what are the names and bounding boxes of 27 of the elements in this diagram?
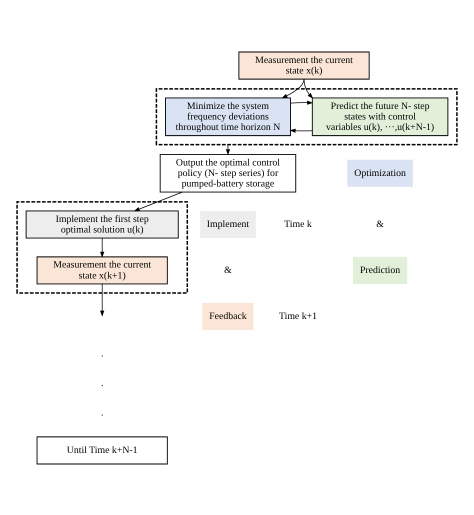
node-box: Implement the first step optimal solution u(k) <box>26 210 179 238</box>
arrow <box>304 78 314 98</box>
label: . <box>100 377 104 388</box>
label: . <box>100 348 104 360</box>
node-box: Predict the future N- step states with control variables u(k), ···,u(k+N-1) <box>312 97 448 136</box>
legend-label: Prediction <box>360 264 400 276</box>
label: & <box>224 264 232 276</box>
cluster <box>16 200 188 294</box>
arrow <box>290 100 314 104</box>
cluster <box>156 88 458 145</box>
arrow <box>290 128 312 132</box>
legend-label: Optimization <box>354 167 406 178</box>
legend-label: Implement <box>206 218 250 230</box>
node-box: Until Time k+N-1 <box>36 436 168 464</box>
label: Time k+1 <box>278 310 318 322</box>
node-box: Measurement the current state x(k) <box>238 51 370 80</box>
arrow <box>100 283 104 316</box>
label: . <box>100 406 104 418</box>
arrow <box>100 237 104 258</box>
legend-label: Feedback <box>209 310 247 322</box>
arrow <box>281 78 304 98</box>
node-box: Output the optimal control policy (N- step series) for pumped-battery storage <box>160 153 296 192</box>
node-box: Minimize the system frequency deviations throughout time horizon N <box>165 97 291 136</box>
node-box: Measurement the current state x(k+1) <box>36 256 168 284</box>
label: & <box>376 218 384 230</box>
arrow <box>226 144 230 155</box>
label: Time k <box>284 218 312 230</box>
